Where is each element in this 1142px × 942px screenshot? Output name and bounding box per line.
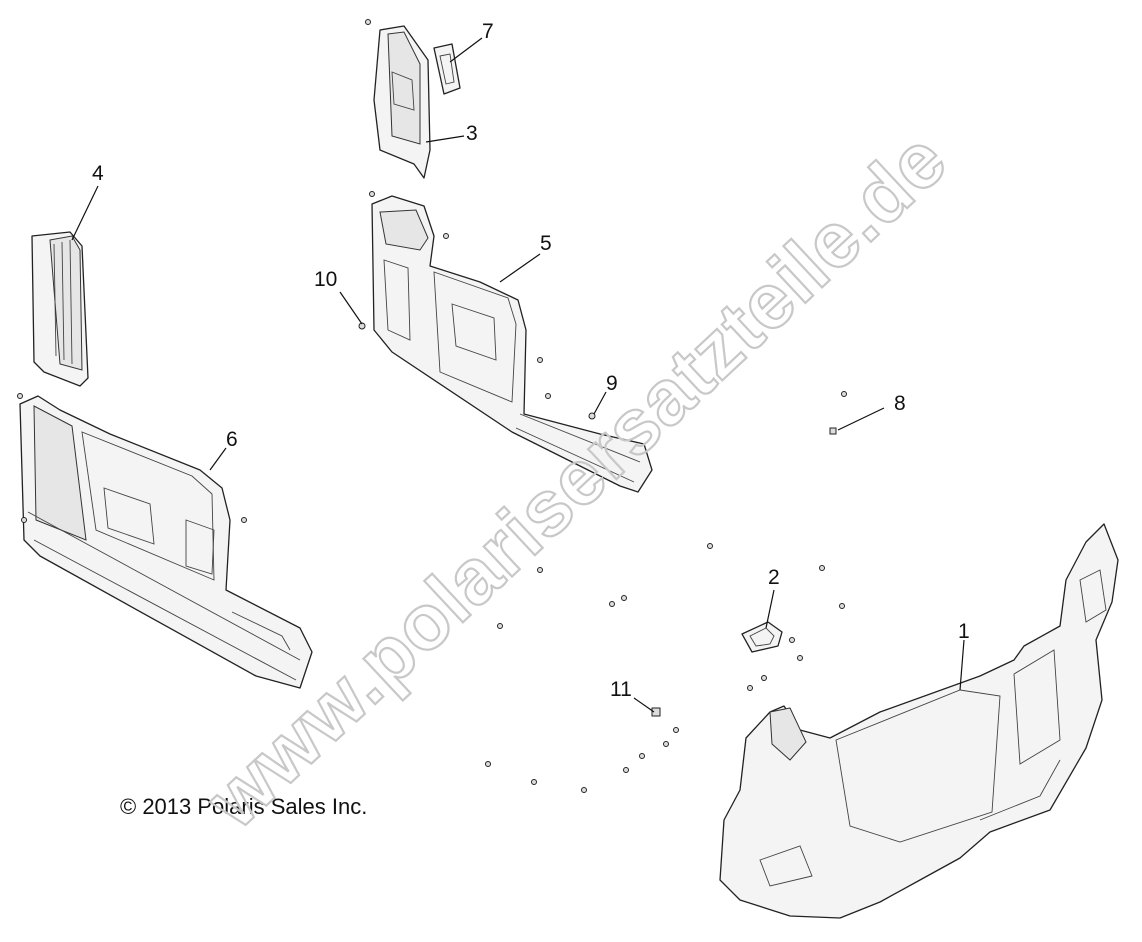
- callout-9: 9: [606, 372, 618, 395]
- callout-10: 10: [314, 268, 337, 291]
- callout-2: 2: [768, 566, 780, 589]
- callout-11: 11: [610, 678, 632, 701]
- leader-lines: [71, 37, 965, 713]
- callout-5: 5: [540, 232, 552, 255]
- part-3-trim-panel: [373, 25, 431, 179]
- part-7-bezel: [433, 43, 461, 95]
- part-6-door-panel: [19, 395, 313, 689]
- callout-7: 7: [482, 20, 494, 43]
- part-5-door-panel: [371, 195, 653, 493]
- callout-8: 8: [894, 392, 906, 415]
- part-2-bezel: [741, 621, 783, 653]
- callout-labels: 1 2 3 4 5 6 7 8 9 10 11: [92, 20, 970, 701]
- callout-1: 1: [958, 620, 970, 643]
- callout-3: 3: [466, 122, 478, 145]
- callout-6: 6: [226, 428, 238, 451]
- fastener-9: [588, 412, 596, 420]
- fastener-11: [651, 707, 661, 717]
- copyright-text: © 2013 Polaris Sales Inc.: [120, 794, 367, 819]
- part-4-trim-panel: [31, 231, 89, 387]
- part-1-dash-panel: [719, 523, 1119, 919]
- callout-4: 4: [92, 162, 104, 185]
- fastener-8: [829, 427, 837, 435]
- fasteners: [17, 19, 847, 793]
